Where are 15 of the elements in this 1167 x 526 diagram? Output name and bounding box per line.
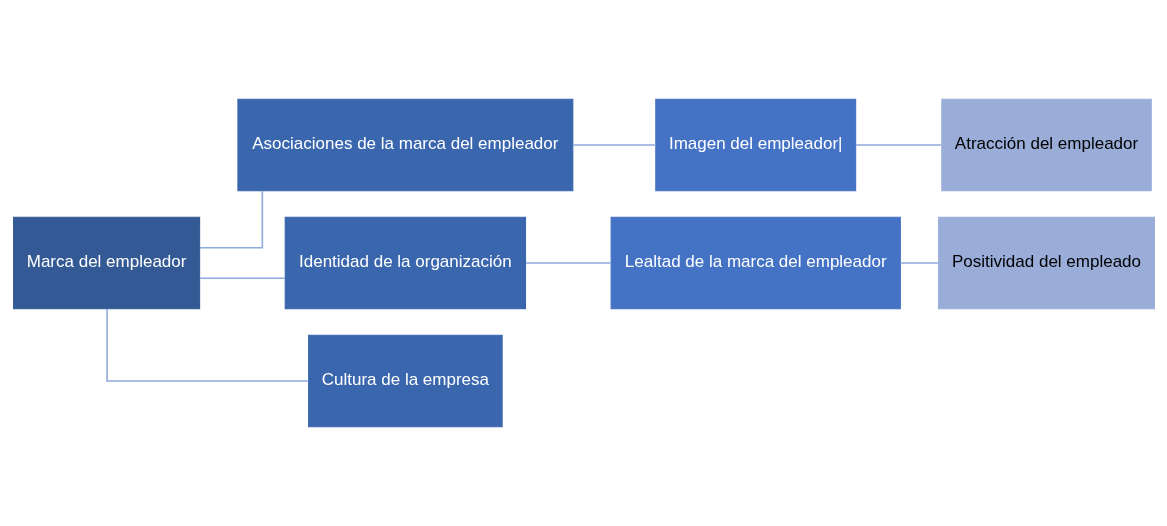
connector: [198, 277, 286, 280]
connector: [899, 262, 939, 264]
node-box: Lealtad de la marca del empleador: [610, 216, 901, 310]
connector: [854, 144, 942, 146]
node-box: Asociaciones de la marca del empleador: [236, 98, 573, 192]
connector: [524, 262, 612, 264]
node-box: Marca del empleador: [12, 216, 200, 310]
connector: [198, 190, 263, 249]
node-box: Identidad de la organización: [284, 216, 526, 310]
node-box: Atracción del empleador: [940, 98, 1152, 192]
connector: [105, 308, 309, 382]
node-box: Cultura de la empresa: [307, 334, 503, 428]
node-box: Imagen del empleador|: [654, 98, 856, 192]
node-box: Positividad del empleado: [937, 216, 1155, 310]
connector: [571, 144, 656, 146]
